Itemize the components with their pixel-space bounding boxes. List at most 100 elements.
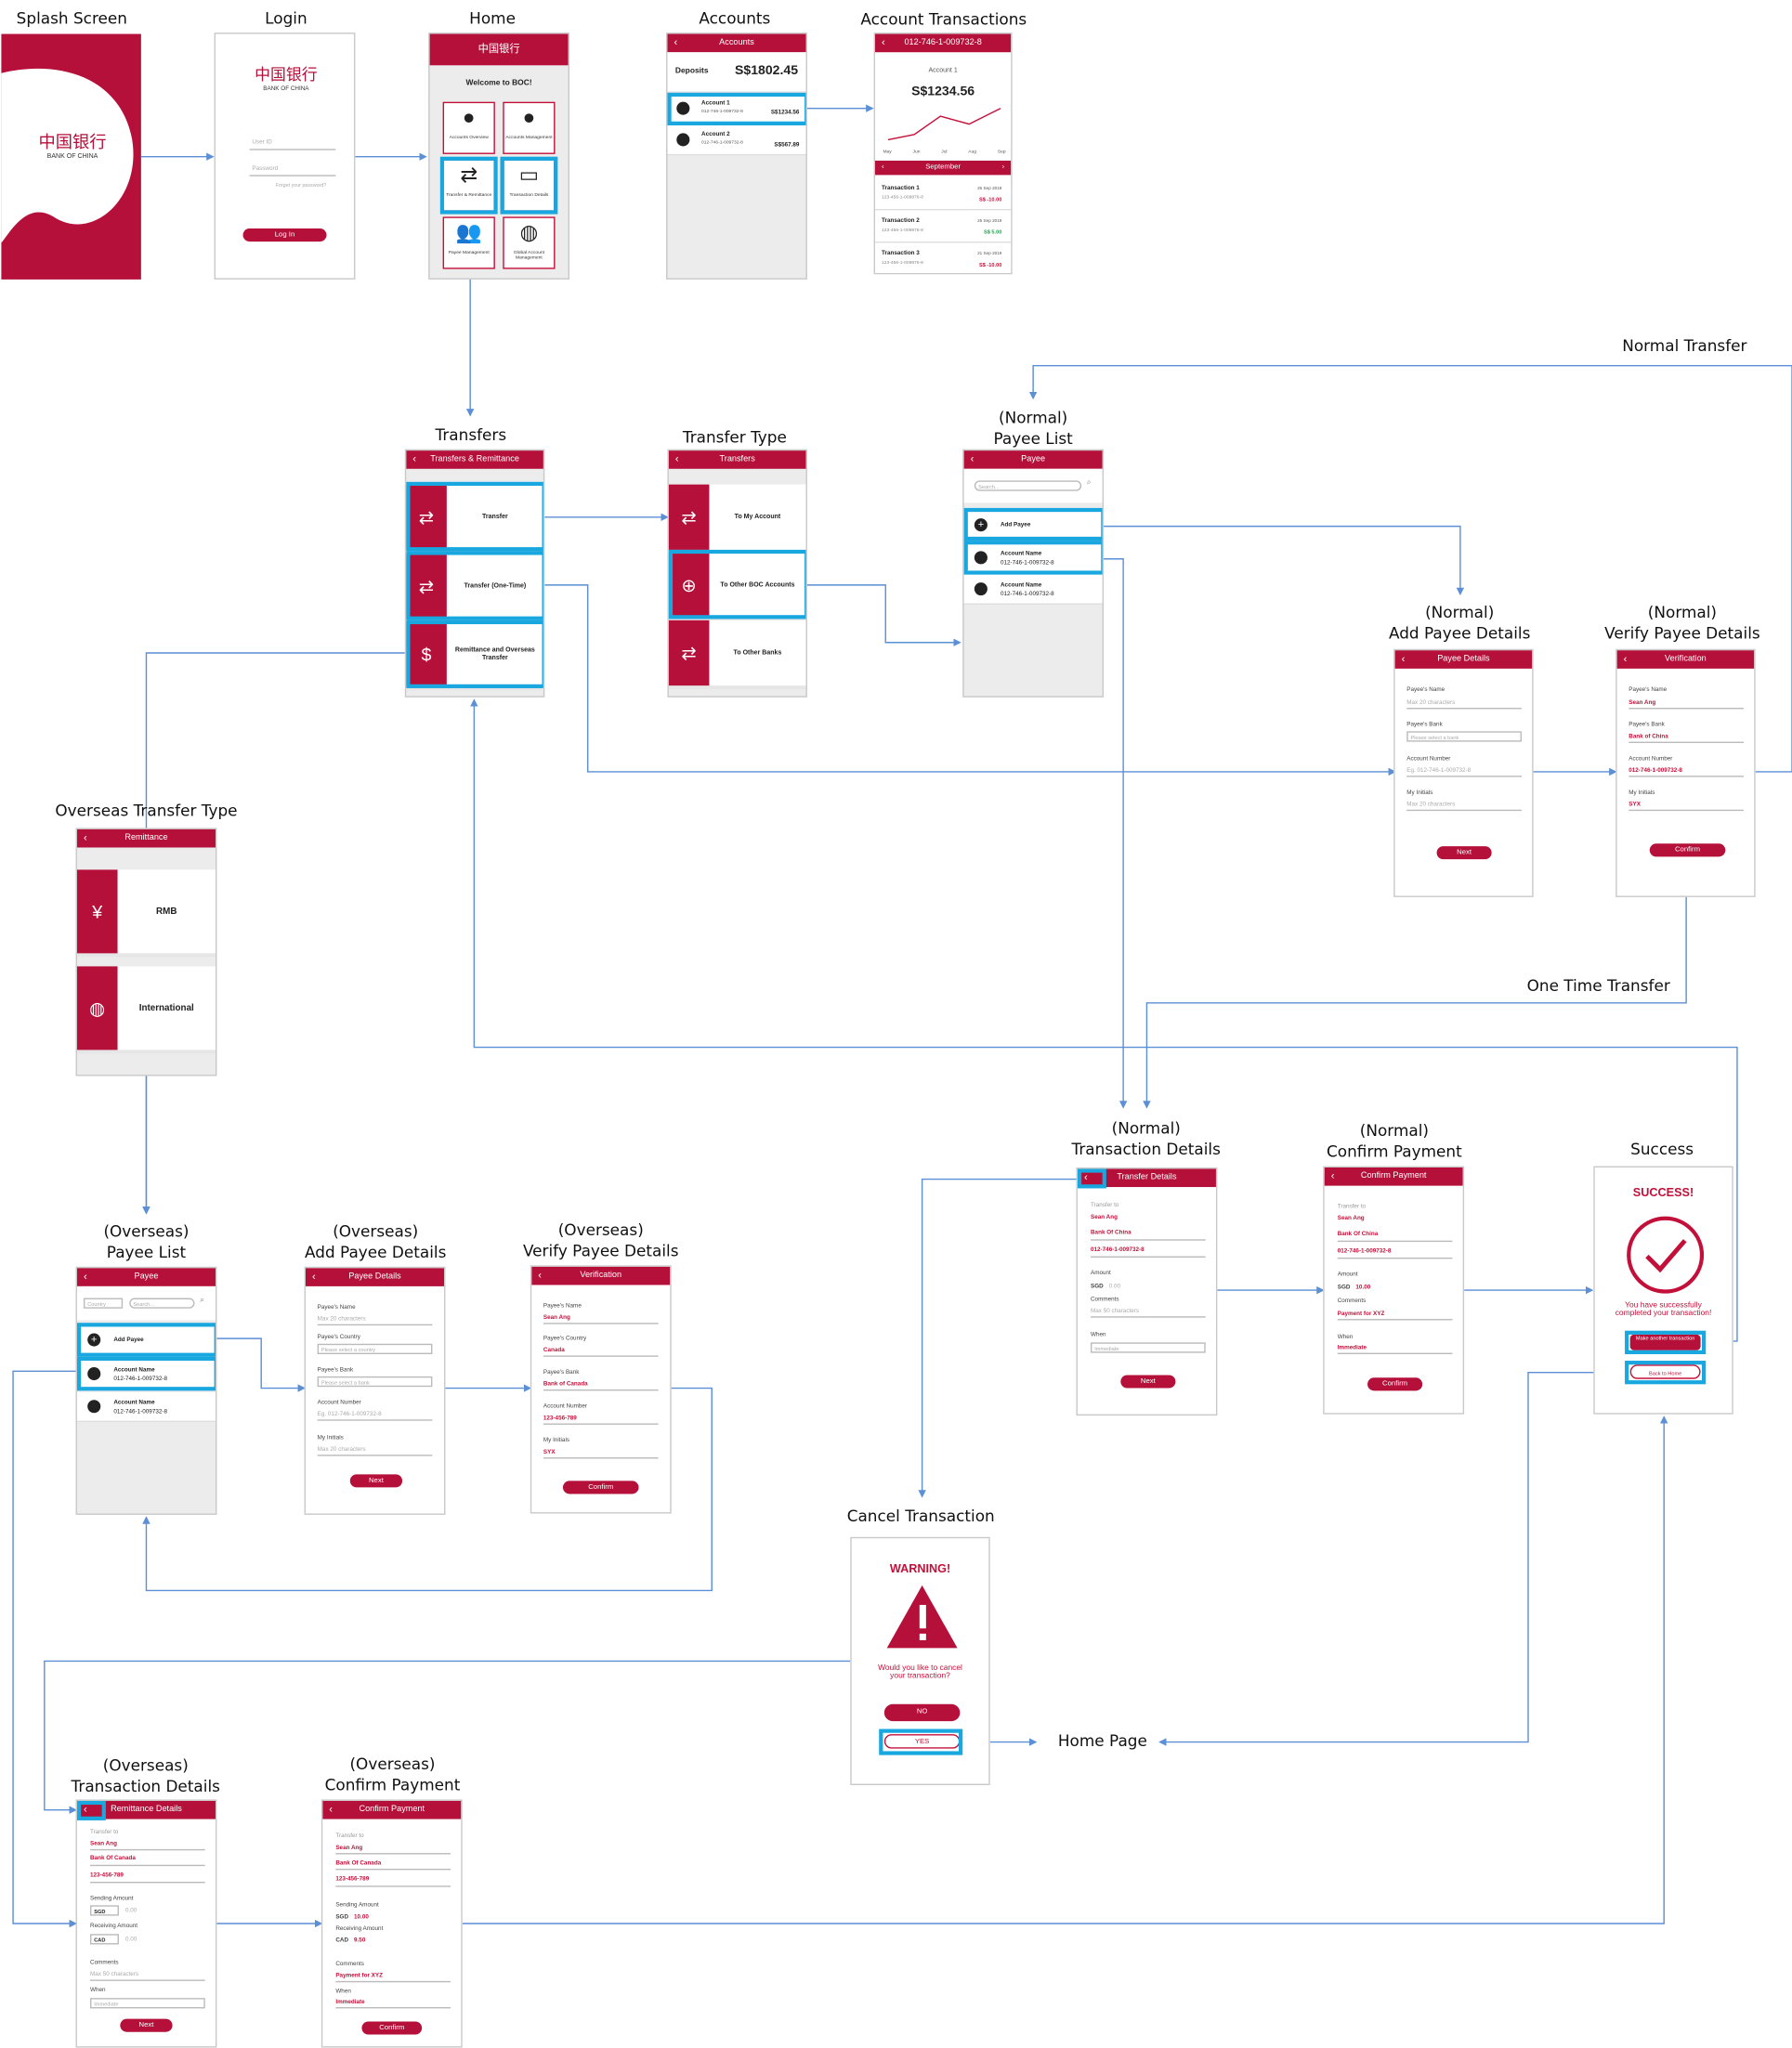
initials-input[interactable]: Max 20 characters [317, 1445, 366, 1453]
search-icon[interactable]: ⌕ [200, 1297, 204, 1305]
account-1-row[interactable]: Account 1 012-746-1-009732-8 S$1234.56 [667, 94, 806, 124]
tile-global-account[interactable]: ◍Global Account Management [503, 216, 556, 269]
tx-number: 123-456-1-009876-8 [882, 259, 923, 266]
search-icon[interactable]: ⌕ [1086, 478, 1092, 488]
overseas-type-screen: ‹Remittance ¥RMB ◍International [75, 828, 217, 1076]
back-icon[interactable]: ‹ [312, 1271, 316, 1283]
back-icon[interactable]: ‹ [83, 831, 87, 844]
when-select[interactable]: Immediate [90, 1998, 205, 2009]
back-icon[interactable]: ‹ [882, 36, 885, 49]
title-home: Home [469, 8, 516, 28]
back-icon[interactable]: ‹ [1401, 652, 1406, 665]
payee-bank-select[interactable]: Please select a bank [1406, 731, 1522, 742]
next-button[interactable]: Next [1436, 846, 1492, 860]
tx-number: 123-456-1-009876-8 [882, 194, 923, 201]
payee-search-input[interactable]: Search... [974, 480, 1082, 491]
payee-search-input[interactable]: Search... [129, 1298, 195, 1309]
receiving-currency-select[interactable]: CAD [90, 1934, 119, 1945]
account-2-row[interactable]: Account 2 012-746-1-009732-8 S$567.89 [667, 124, 806, 156]
next-button[interactable]: Next [349, 1474, 403, 1488]
back-icon[interactable]: ‹ [1330, 1169, 1335, 1182]
transaction-row[interactable]: Transaction 3 123-456-1-009876-8 21 Sep 20… [875, 245, 1012, 273]
back-icon[interactable]: ‹ [674, 452, 679, 465]
to-boc-accounts-option[interactable]: ⊕To Other BOC Accounts [668, 552, 806, 622]
remittance-option[interactable]: $Remittance and Overseas Transfer [406, 621, 543, 691]
title-overseas-type: Overseas Transfer Type [55, 802, 238, 820]
back-icon[interactable]: ‹ [83, 1803, 87, 1816]
confirm-button[interactable]: Confirm [1367, 1377, 1423, 1391]
title-normal-add-payee: (Normal)Add Payee Details [1388, 603, 1531, 643]
forgot-password-link[interactable]: Forget your password? [275, 182, 327, 189]
initials-input[interactable]: Max 20 characters [1406, 800, 1456, 807]
confirm-button[interactable]: Confirm [1649, 843, 1726, 857]
confirm-button[interactable]: Confirm [562, 1481, 639, 1494]
yuan-icon: ¥ [76, 869, 118, 954]
user-id-field[interactable]: User ID [252, 138, 272, 146]
next-month-icon[interactable]: › [1001, 163, 1005, 172]
tile-accounts-management[interactable]: ●Accounts Management [503, 101, 556, 154]
tx-name: Transaction 1 [882, 184, 920, 191]
back-icon[interactable]: ‹ [674, 36, 678, 49]
country-select[interactable]: Country [83, 1298, 124, 1309]
back-icon[interactable]: ‹ [970, 452, 974, 465]
ov-add-payee-screen: ‹Payee Details Payee's Name Max 20 chara… [304, 1266, 446, 1515]
tx-amount: S$ 5.00 [983, 228, 1002, 236]
to-my-account-option[interactable]: ⇄To My Account [668, 484, 806, 554]
make-another-button[interactable]: Make another transaction [1629, 1334, 1701, 1350]
international-option[interactable]: ◍International [76, 966, 216, 1054]
when-select[interactable]: Immediate [1090, 1342, 1206, 1353]
back-icon[interactable]: ‹ [1083, 1171, 1088, 1183]
login-button[interactable]: Log In [242, 228, 327, 242]
password-field[interactable]: Password [252, 164, 279, 172]
normal-confirm-screen: ‹Confirm Payment Transfer to Sean Ang Ba… [1323, 1166, 1465, 1415]
splash-logo: 中国银行 BANK OF CHINA [38, 133, 107, 161]
tx-name: Transaction 3 [882, 249, 920, 256]
tile-payee-management[interactable]: 👥Payee Management [442, 216, 495, 269]
comments-input[interactable]: Max 50 characters [1090, 1307, 1140, 1314]
account-transactions-screen: ‹012-746-1-009732-8 Account 1 S$1234.56 … [873, 33, 1013, 275]
back-icon[interactable]: ‹ [412, 452, 417, 465]
tile-transfer-remittance[interactable]: ⇄Transfer & Remittance [442, 159, 495, 212]
account-number-input[interactable]: Eg. 012-746-1-009732-8 [317, 1410, 382, 1417]
label-one-time-transfer: One Time Transfer [1526, 976, 1670, 996]
back-icon[interactable]: ‹ [83, 1271, 87, 1283]
no-button[interactable]: NO [883, 1703, 961, 1722]
back-home-button[interactable]: Back to Home [1629, 1364, 1701, 1379]
tx-date: 21 Sep 2019 [977, 250, 1002, 256]
sending-currency-select[interactable]: SGD [90, 1905, 119, 1916]
amount-input[interactable]: 0.00 [1108, 1282, 1121, 1289]
sending-amount-input[interactable]: 0.00 [124, 1906, 137, 1913]
month-selector[interactable]: ‹September› [875, 160, 1012, 176]
comments-input[interactable]: Max 50 characters [90, 1970, 139, 1977]
rmb-option[interactable]: ¥RMB [76, 869, 216, 958]
confirm-button[interactable]: Confirm [361, 2021, 423, 2035]
payee-name-input[interactable]: Max 20 characters [317, 1314, 366, 1322]
account-number-input[interactable]: Eg. 012-746-1-009732-8 [1406, 766, 1472, 774]
receiving-amount-input[interactable]: 0.00 [124, 1935, 137, 1942]
to-other-banks-option[interactable]: ⇄To Other Banks [668, 620, 806, 690]
tx-amount: S$ -10.00 [978, 261, 1002, 268]
prev-month-icon[interactable]: ‹ [882, 163, 884, 172]
payee-bank-select[interactable]: Please select a bank [317, 1376, 433, 1388]
back-icon[interactable]: ‹ [538, 1269, 543, 1282]
title-ov-verify: (Overseas)Verify Payee Details [522, 1220, 679, 1260]
payee-name-input[interactable]: Max 20 characters [1406, 698, 1456, 706]
payee-country-select[interactable]: Please select a country [317, 1343, 433, 1355]
back-icon[interactable]: ‹ [1623, 652, 1628, 665]
tile-accounts-overview[interactable]: ●Accounts Overview [442, 101, 495, 154]
next-button[interactable]: Next [1120, 1375, 1176, 1389]
next-button[interactable]: Next [120, 2018, 173, 2032]
title-cancel: Cancel Transaction [846, 1507, 995, 1526]
title-normal-payee-list: (Normal)Payee List [993, 409, 1073, 449]
back-icon[interactable]: ‹ [329, 1803, 334, 1816]
splash-wave [1, 68, 134, 243]
login-screen: 中国银行 BANK OF CHINA User ID Password Forg… [214, 33, 356, 280]
payee-header: ‹Payee [76, 1268, 216, 1286]
